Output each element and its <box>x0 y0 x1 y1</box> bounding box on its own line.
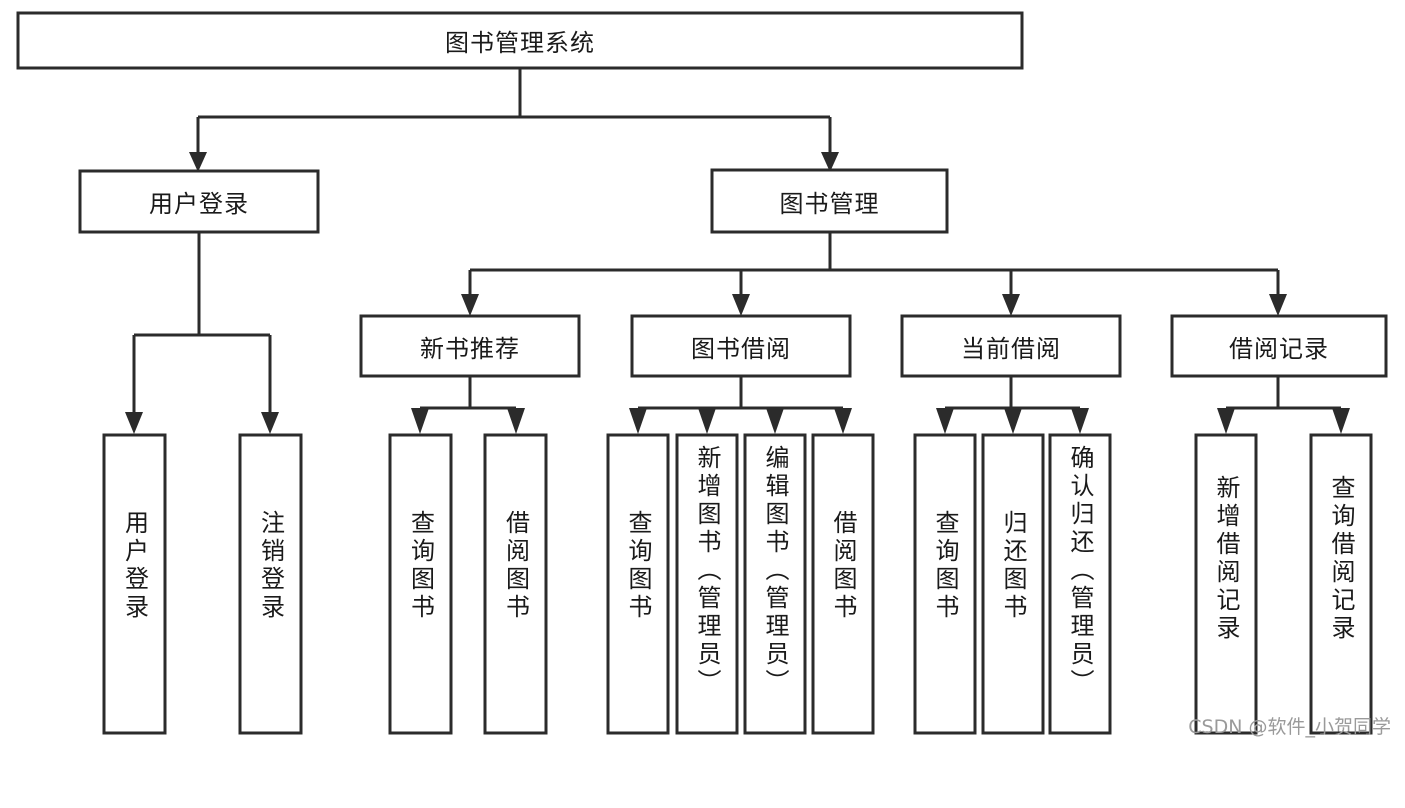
connector-group-borrow-records <box>1217 376 1350 434</box>
connector-group-user-login <box>125 232 279 434</box>
node-box-add-borrow-record[interactable] <box>1194 433 1258 735</box>
arrow-bb-c2 <box>698 408 716 434</box>
connector-group-current-borrow <box>936 376 1089 434</box>
node-box-borrow-book-2[interactable] <box>811 433 875 735</box>
arrow-bm-to-current-borrow <box>1002 294 1020 316</box>
arrow-bm-to-book-borrow <box>732 294 750 316</box>
node-box-user-logout-leaf[interactable] <box>238 433 303 735</box>
node-box-book-borrow[interactable] <box>630 314 852 378</box>
node-box-query-borrow-record[interactable] <box>1309 433 1373 735</box>
arrow-bb-c3 <box>766 408 784 434</box>
node-box-add-book-admin[interactable] <box>675 433 739 735</box>
arrow-root-to-user-login <box>189 152 207 172</box>
node-box-root[interactable] <box>16 11 1024 70</box>
arrow-nbr-c1 <box>411 408 429 434</box>
arrow-br-c2 <box>1332 408 1350 434</box>
arrow-bb-c1 <box>629 408 647 434</box>
arrow-cb-c3 <box>1071 408 1089 434</box>
arrow-cb-c2 <box>1004 408 1022 434</box>
node-box-user-login[interactable] <box>78 169 320 234</box>
arrow-bb-c4 <box>834 408 852 434</box>
node-box-return-book[interactable] <box>981 433 1045 735</box>
hierarchy-diagram: 图书管理系统 用户登录 图书管理 新书推荐 图书借阅 当前借阅 借阅记录 用户登… <box>16 11 1391 738</box>
node-box-query-book-2[interactable] <box>606 433 670 735</box>
connector-group-new-book-recommend <box>411 376 525 434</box>
arrow-root-to-book-management <box>821 152 839 172</box>
connector-group-book-management <box>461 232 1287 316</box>
connector-group-root <box>189 68 839 172</box>
node-box-query-book-1[interactable] <box>388 433 453 735</box>
arrow-cb-c1 <box>936 408 954 434</box>
node-box-user-login-leaf[interactable] <box>102 433 167 735</box>
node-box-current-borrow[interactable] <box>900 314 1122 378</box>
node-box-confirm-return-admin[interactable] <box>1048 433 1112 735</box>
diagram-canvas <box>16 11 1388 735</box>
node-box-borrow-records[interactable] <box>1170 314 1388 378</box>
connector-group-book-borrow <box>629 376 852 434</box>
arrow-nbr-c2 <box>507 408 525 434</box>
arrow-bm-to-new-book <box>461 294 479 316</box>
arrow-br-c1 <box>1217 408 1235 434</box>
node-box-query-book-3[interactable] <box>913 433 977 735</box>
node-box-edit-book-admin[interactable] <box>743 433 807 735</box>
node-box-new-book-recommend[interactable] <box>359 314 581 378</box>
node-box-borrow-book-1[interactable] <box>483 433 548 735</box>
arrow-bm-to-borrow-records <box>1269 294 1287 316</box>
arrow-user-login-left <box>125 412 143 434</box>
arrow-user-login-right <box>261 412 279 434</box>
node-box-book-management[interactable] <box>710 168 949 234</box>
